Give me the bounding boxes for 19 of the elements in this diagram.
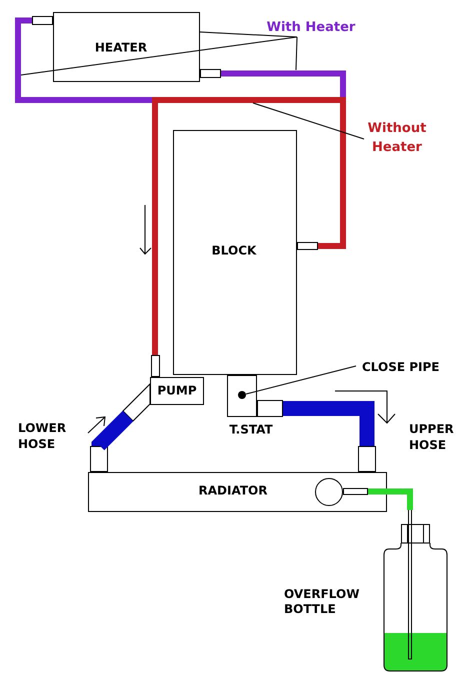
part-label: HEATER bbox=[94, 40, 148, 56]
part-label: UPPER HOSE bbox=[409, 421, 455, 453]
part-label: LOWER HOSE bbox=[18, 420, 68, 452]
part-label: OVERFLOW BOTTLE bbox=[284, 587, 360, 617]
leader-line bbox=[296, 36, 298, 70]
callout-label: CLOSE PIPE bbox=[356, 358, 442, 376]
part-label: BLOCK bbox=[212, 244, 256, 258]
callout-label: Without Heater bbox=[364, 119, 430, 157]
pipe bbox=[15, 18, 152, 103]
overflow-pipe bbox=[368, 488, 413, 510]
callout-label: With Heater bbox=[264, 19, 358, 37]
leader-line bbox=[252, 102, 364, 140]
part-label: PUMP bbox=[157, 384, 197, 398]
hose bbox=[92, 410, 134, 452]
leader-line bbox=[20, 36, 298, 76]
part-label: RADIATOR bbox=[198, 484, 268, 498]
leader-line bbox=[200, 32, 298, 38]
part-label: T.STAT bbox=[229, 422, 273, 438]
pipe bbox=[221, 70, 346, 97]
